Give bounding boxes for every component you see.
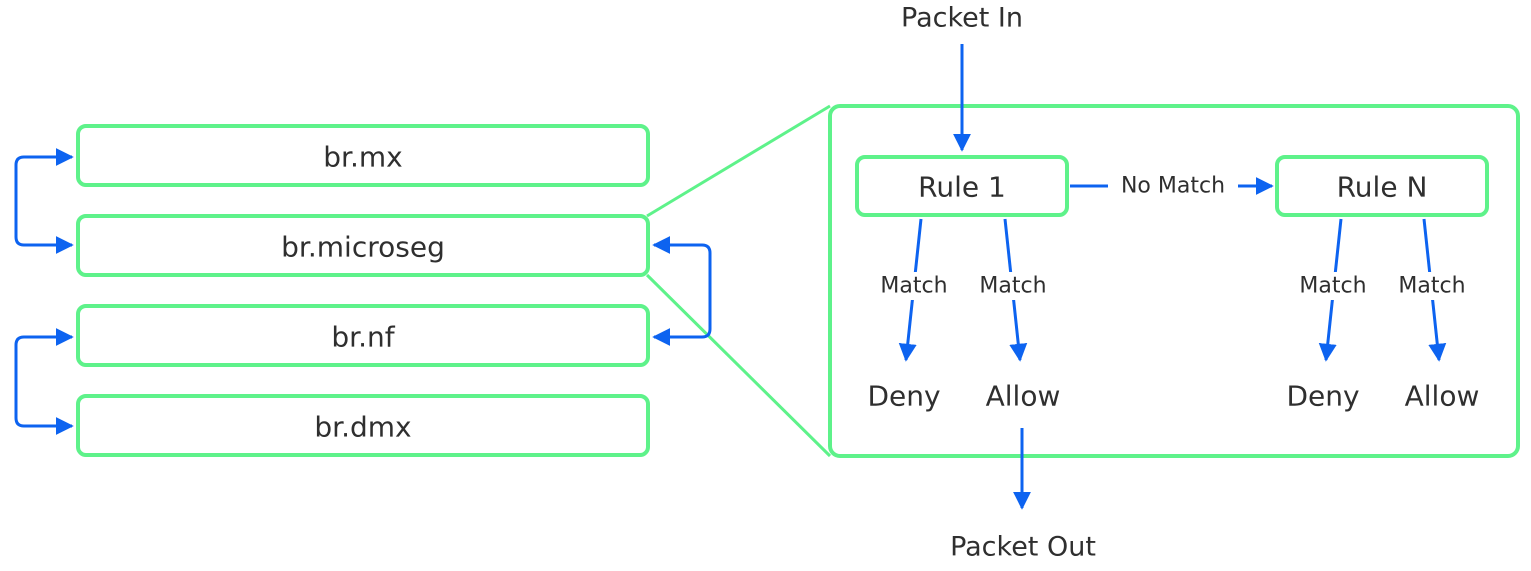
- match-label-bg-3: [1289, 272, 1379, 300]
- bridge-label-nf: br.nf: [331, 321, 395, 354]
- rule-1-allow-match-label: Match: [979, 274, 1046, 299]
- rule-1-box[interactable]: [855, 155, 1069, 217]
- bridge-label-microseg: br.microseg: [281, 231, 445, 264]
- rule-n-allow-match-label: Match: [1398, 274, 1465, 299]
- rule-1-deny-match-label: Match: [880, 274, 947, 299]
- zoom-connector-bottom: [645, 273, 832, 458]
- loop-arrow-microseg-nf: [652, 236, 712, 346]
- bridge-label-dmx: br.dmx: [314, 411, 411, 444]
- rule-1-label: Rule 1: [918, 171, 1006, 204]
- rule-n-deny-match-label: Match: [1299, 274, 1366, 299]
- bridge-label-mx: br.mx: [323, 141, 402, 174]
- bridge-box-nf[interactable]: [76, 304, 650, 367]
- loop-arrow-mx-microseg: [14, 148, 74, 254]
- packet-out-label: Packet Out: [950, 532, 1096, 563]
- rule-n-deny-outcome: Deny: [1286, 380, 1359, 413]
- rule-n-allow-outcome: Allow: [1405, 380, 1480, 413]
- zoom-connector-top: [646, 104, 831, 218]
- match-label-bg-4: [1387, 272, 1477, 300]
- match-label-bg-2: [968, 272, 1058, 300]
- loop-arrow-nf-dmx: [14, 328, 74, 435]
- rule-1-allow-outcome: Allow: [986, 380, 1061, 413]
- bridge-box-mx[interactable]: [76, 124, 650, 187]
- bridge-box-dmx[interactable]: [76, 394, 650, 457]
- rule-n-label: Rule N: [1337, 171, 1428, 204]
- match-label-bg-1: [870, 272, 960, 300]
- packet-in-label: Packet In: [901, 3, 1023, 34]
- rule-n-box[interactable]: [1275, 155, 1489, 217]
- bridge-box-microseg[interactable]: [76, 214, 650, 277]
- bridge-stack: br.mx br.microseg br.nf br.dmx: [76, 124, 650, 457]
- no-match-label: No Match: [1121, 174, 1225, 199]
- rule-1-deny-outcome: Deny: [867, 380, 940, 413]
